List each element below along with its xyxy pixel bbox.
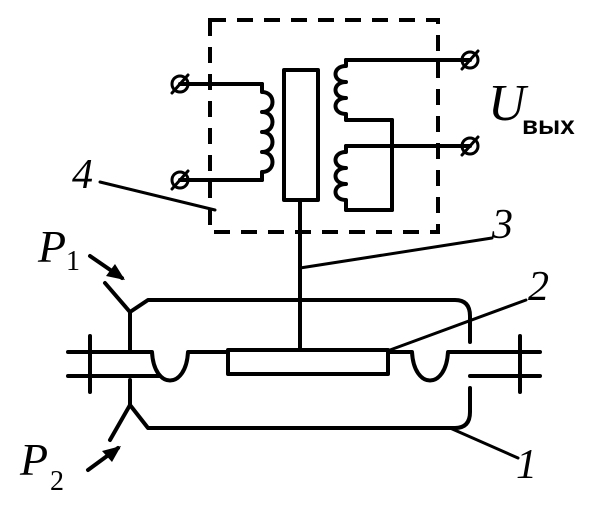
leader-2 (388, 298, 528, 352)
output-terminal-top (460, 49, 480, 71)
label-u: U (488, 75, 529, 132)
p1-arrow (88, 254, 125, 280)
leader-3 (298, 236, 494, 270)
secondary-winding-lower (333, 144, 472, 212)
input-terminal-bottom (170, 169, 190, 191)
transformer-housing-dashed (208, 18, 440, 234)
label-p2: P (19, 434, 48, 485)
membrane (66, 334, 542, 394)
label-u-subscript: вых (522, 110, 575, 140)
label-4: 4 (72, 152, 93, 198)
rigid-center-plate (226, 348, 390, 376)
label-2: 2 (528, 264, 549, 310)
label-p2-subscript: 2 (50, 466, 64, 497)
primary-winding (178, 82, 275, 182)
label-p1-subscript: 1 (66, 246, 80, 277)
transformer-core (282, 68, 320, 202)
leader-1 (448, 426, 520, 460)
p2-arrow (86, 446, 121, 472)
output-terminal-bottom (460, 135, 480, 157)
leader-4 (98, 180, 217, 212)
differential-body (103, 281, 472, 442)
label-1: 1 (516, 442, 537, 488)
label-3: 3 (491, 202, 513, 248)
secondary-winding-upper (333, 58, 472, 212)
input-terminal-top (170, 73, 190, 95)
label-p1: P (37, 221, 66, 272)
